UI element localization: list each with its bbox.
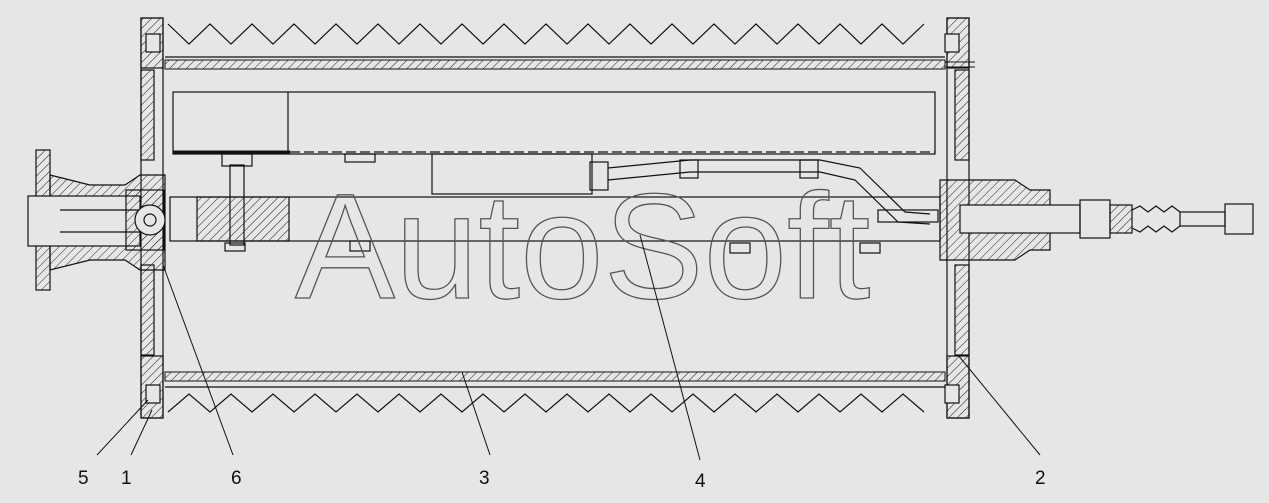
callout-leader-4 [639,234,701,461]
callout-label-3: 3 [479,468,490,489]
callout-leader-6 [162,264,234,456]
left-hub-assembly [27,149,166,291]
central-shaft [169,153,941,254]
callout-labels: 5 1 6 3 4 2 [78,468,1046,492]
callout-label-5: 5 [78,468,89,489]
upper-corrugated-screen [165,23,945,58]
lower-corrugated-screen [165,386,945,413]
callout-leader-2 [957,354,1041,456]
lower-tube-wall [164,371,946,382]
right-hub-assembly [939,179,1254,261]
left-lower-bolt [145,384,161,404]
left-upper-bolt [145,33,161,53]
right-lower-bolt [944,384,960,404]
watermark-text: AutoSoft [295,162,870,330]
callouts [96,234,1041,461]
right-end-flange [944,17,970,419]
callout-label-2: 2 [1035,468,1046,489]
left-end-flange [140,17,164,419]
lower-zigzag-line [167,393,925,413]
callout-label-4: 4 [695,471,706,492]
callout-leader-1 [130,409,153,456]
upper-tube-wall [164,59,975,70]
upper-zigzag-line [167,23,925,45]
callout-label-1: 1 [121,468,132,489]
callout-leader-3 [461,371,491,456]
callout-label-6: 6 [231,468,242,489]
inner-box [172,91,936,155]
callout-leader-5 [96,399,149,456]
right-upper-bolt [944,33,960,53]
